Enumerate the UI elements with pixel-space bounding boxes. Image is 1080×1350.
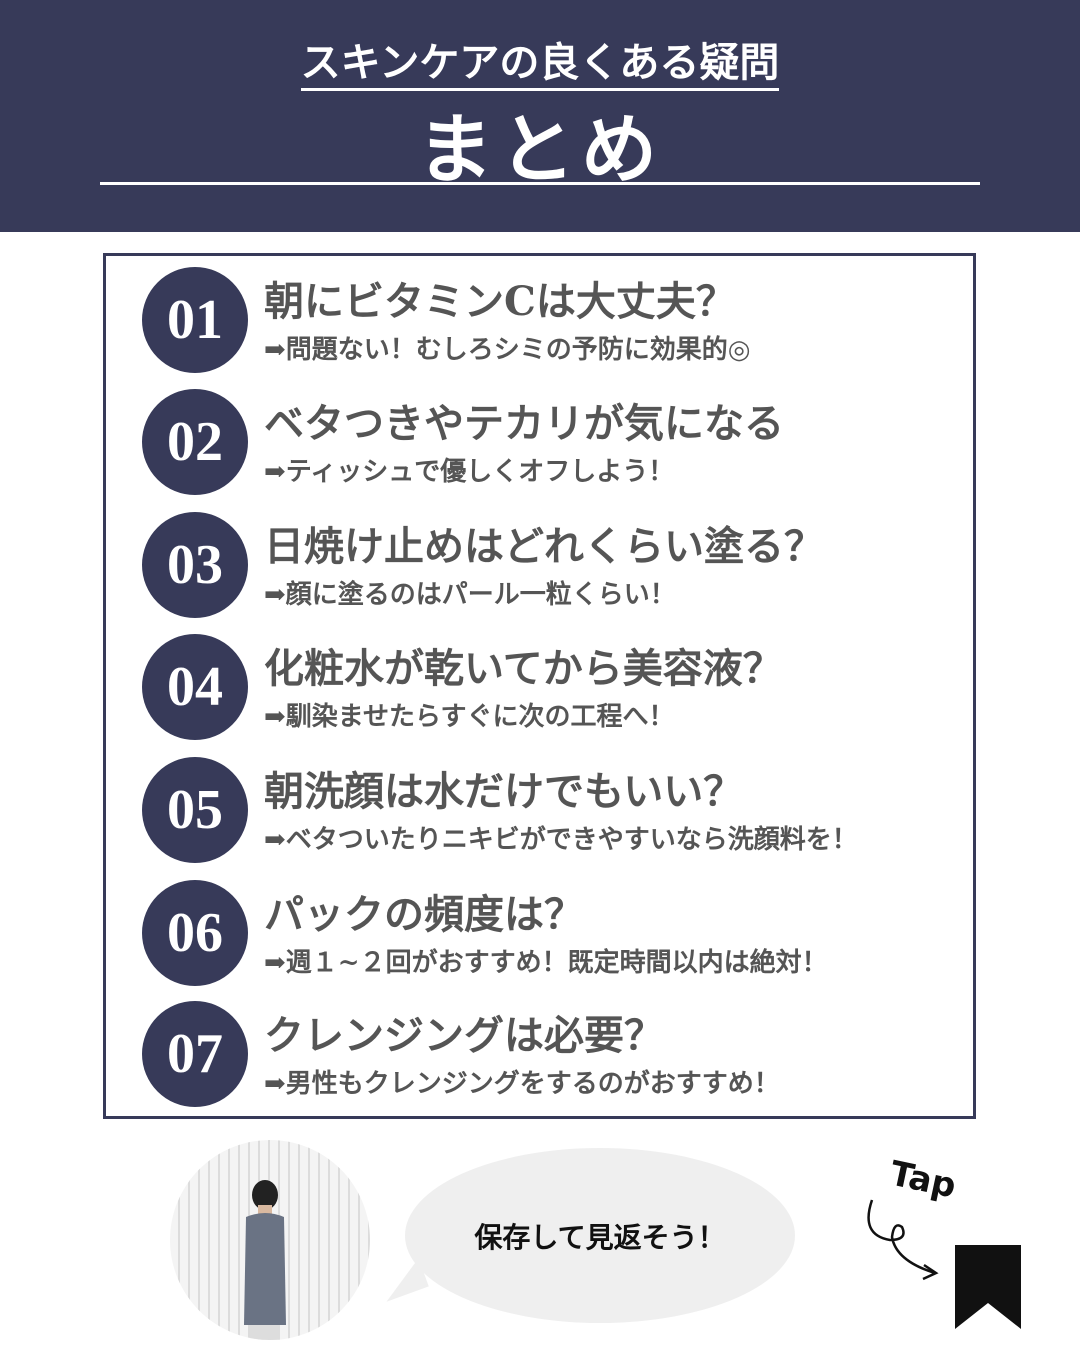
- answer: ➡ティッシュで優しくオフしよう！: [264, 457, 675, 487]
- answer: ➡週１~２回がおすすめ！既定時間以内は絶対！: [264, 948, 828, 978]
- curved-arrow-icon: [867, 1199, 939, 1281]
- answer: ➡馴染ませたらすぐに次の工程へ！: [264, 702, 675, 732]
- header-subtitle: スキンケアの良くある疑問: [0, 30, 1080, 91]
- question: クレンジングは必要？: [264, 1012, 664, 1059]
- person-illustration: [244, 1180, 286, 1340]
- header-title: まとめ: [417, 105, 663, 194]
- faq-item: 07 クレンジングは必要？ ➡男性もクレンジングをするのがおすすめ！: [142, 1001, 972, 1111]
- faq-item: 03 日焼け止めはどれくらい塗る？ ➡顔に塗るのはパール一粒くらい！: [142, 512, 972, 622]
- divider: [100, 182, 980, 185]
- answer: ➡顔に塗るのはパール一粒くらい！: [264, 580, 676, 610]
- subtitle-text: スキンケアの良くある疑問: [300, 39, 780, 91]
- faq-item: 06 パックの頻度は？ ➡週１~２回がおすすめ！既定時間以内は絶対！: [142, 880, 972, 990]
- question: 日焼け止めはどれくらい塗る？: [264, 523, 824, 570]
- question: 朝洗顔は水だけでもいい？: [264, 768, 744, 815]
- speech-bubble: 保存して見返そう！: [405, 1148, 795, 1323]
- number-badge: 02: [142, 389, 248, 495]
- number-badge: 03: [142, 512, 248, 618]
- number-badge: 01: [142, 267, 248, 373]
- number-badge: 04: [142, 634, 248, 740]
- faq-item: 01 朝にビタミンCは大丈夫？ ➡問題ない！むしろシミの予防に効果的◎: [142, 267, 972, 377]
- question: パックの頻度は？: [264, 891, 584, 938]
- answer: ➡問題ない！むしろシミの予防に効果的◎: [264, 335, 751, 365]
- header-banner: スキンケアの良くある疑問 まとめ: [0, 0, 1080, 232]
- faq-list: 01 朝にビタミンCは大丈夫？ ➡問題ない！むしろシミの予防に効果的◎ 02 ベタつき…: [103, 253, 976, 1119]
- bubble-text: 保存して見返そう！: [474, 1220, 726, 1254]
- faq-item: 02 ベタつきやテカリが気になる ➡ティッシュで優しくオフしよう！: [142, 389, 972, 499]
- bookmark-icon[interactable]: [955, 1245, 1021, 1329]
- number-badge: 06: [142, 880, 248, 986]
- number-badge: 07: [142, 1001, 248, 1107]
- faq-item: 05 朝洗顔は水だけでもいい？ ➡ベタついたりニキビができやすいなら洗顔料を！: [142, 757, 972, 867]
- author-avatar: [170, 1140, 370, 1340]
- question: ベタつきやテカリが気になる: [264, 400, 784, 447]
- answer: ➡ベタついたりニキビができやすいなら洗顔料を！: [264, 825, 858, 855]
- faq-item: 04 化粧水が乾いてから美容液？ ➡馴染ませたらすぐに次の工程へ！: [142, 634, 972, 744]
- question: 化粧水が乾いてから美容液？: [264, 645, 783, 692]
- answer: ➡男性もクレンジングをするのがおすすめ！: [264, 1069, 780, 1099]
- question: 朝にビタミンCは大丈夫？: [264, 278, 736, 325]
- number-badge: 05: [142, 757, 248, 863]
